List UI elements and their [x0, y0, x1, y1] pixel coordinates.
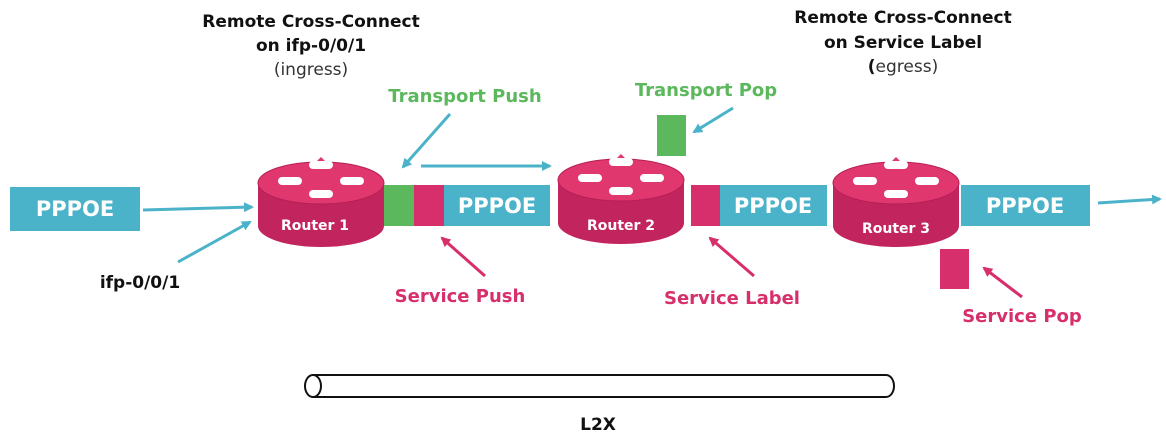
l2x-tunnel — [304, 374, 895, 398]
service-pop-label: Service Pop — [962, 306, 1082, 327]
interface-label: ifp-0/0/1 — [100, 273, 180, 293]
tunnel-label: L2X — [580, 415, 616, 435]
arrow-transport-push — [401, 113, 452, 169]
egress-word: egress) — [876, 57, 939, 77]
arrow-service-push — [440, 236, 486, 278]
pppoe-block-3 — [961, 185, 1090, 226]
egress-paren: ( — [868, 57, 876, 77]
egress-heading-line3: (egress) — [868, 57, 938, 77]
router-1: Router 1 — [257, 157, 385, 247]
router-2: Router 2 — [557, 154, 685, 244]
egress-heading-line2: on Service Label — [824, 33, 982, 53]
pppoe-block-input — [10, 187, 140, 231]
router-3-label: Router 3 — [862, 221, 930, 237]
arrow-pppoe-to-router1 — [142, 202, 254, 213]
arrow-service-pop — [982, 266, 1023, 299]
pppoe-label-input: PPPOE — [36, 197, 114, 221]
pppoe-block-1 — [444, 185, 550, 226]
service-label-block-2 — [691, 185, 720, 226]
pppoe-label-1: PPPOE — [458, 194, 536, 218]
pppoe-block-2 — [720, 185, 827, 226]
ingress-heading-line2: on ifp-0/0/1 — [256, 36, 366, 56]
arrow-service-label — [708, 236, 755, 278]
router-2-label: Router 2 — [587, 218, 655, 234]
arrow-interface-to-router1 — [177, 220, 252, 264]
service-pop-block — [940, 249, 969, 289]
pppoe-label-3: PPPOE — [986, 194, 1064, 218]
router-3: Router 3 — [832, 157, 960, 247]
service-label-text: Service Label — [664, 288, 800, 309]
arrow-output — [1097, 194, 1162, 205]
arrow-transport-pop — [692, 106, 734, 134]
transport-push-label: Transport Push — [388, 86, 541, 107]
transport-label-block — [384, 185, 414, 226]
transport-pop-block — [657, 115, 686, 156]
service-push-label: Service Push — [395, 286, 526, 307]
transport-pop-label: Transport Pop — [635, 80, 777, 101]
egress-heading-line1: Remote Cross-Connect — [794, 8, 1012, 28]
router-1-label: Router 1 — [281, 218, 349, 234]
pppoe-label-2: PPPOE — [734, 194, 812, 218]
ingress-heading-line1: Remote Cross-Connect — [202, 12, 420, 32]
service-label-block-1 — [414, 185, 444, 226]
ingress-heading-line3: (ingress) — [274, 60, 348, 80]
